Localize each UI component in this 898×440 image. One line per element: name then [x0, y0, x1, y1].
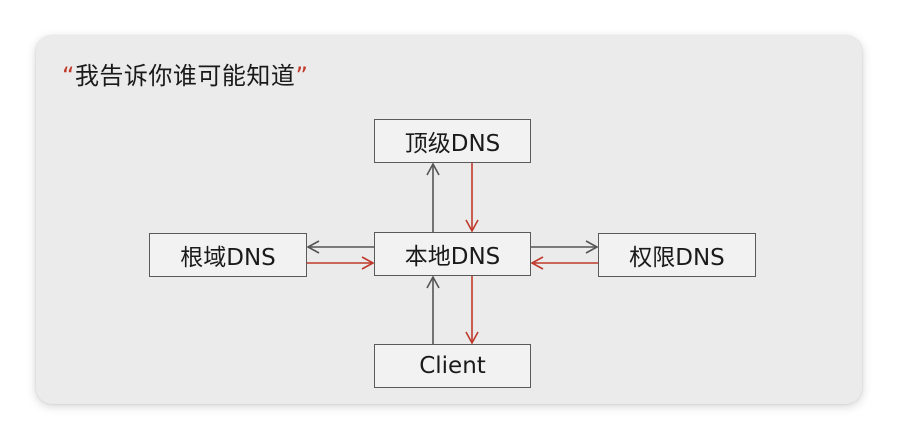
title-text: 我告诉你谁可能知道 [74, 62, 296, 90]
node-authoritative-dns: 权限DNS [598, 233, 756, 277]
node-top-level-dns: 顶级DNS [374, 119, 531, 163]
node-root-dns-label: 根域DNS [180, 245, 276, 271]
node-local-dns-label: 本地DNS [404, 244, 501, 270]
node-authoritative-dns-label: 权限DNS [629, 245, 725, 271]
slide-title: “我告诉你谁可能知道” [62, 56, 308, 91]
node-client-label: Client [419, 353, 486, 379]
node-top-level-dns-label: 顶级DNS [404, 131, 501, 157]
title-open-quote: “ [62, 62, 75, 90]
node-root-dns: 根域DNS [149, 233, 307, 277]
node-local-dns: 本地DNS [374, 232, 531, 276]
title-close-quote: ” [295, 62, 309, 90]
node-client: Client [374, 344, 531, 388]
slide-panel [36, 36, 862, 404]
